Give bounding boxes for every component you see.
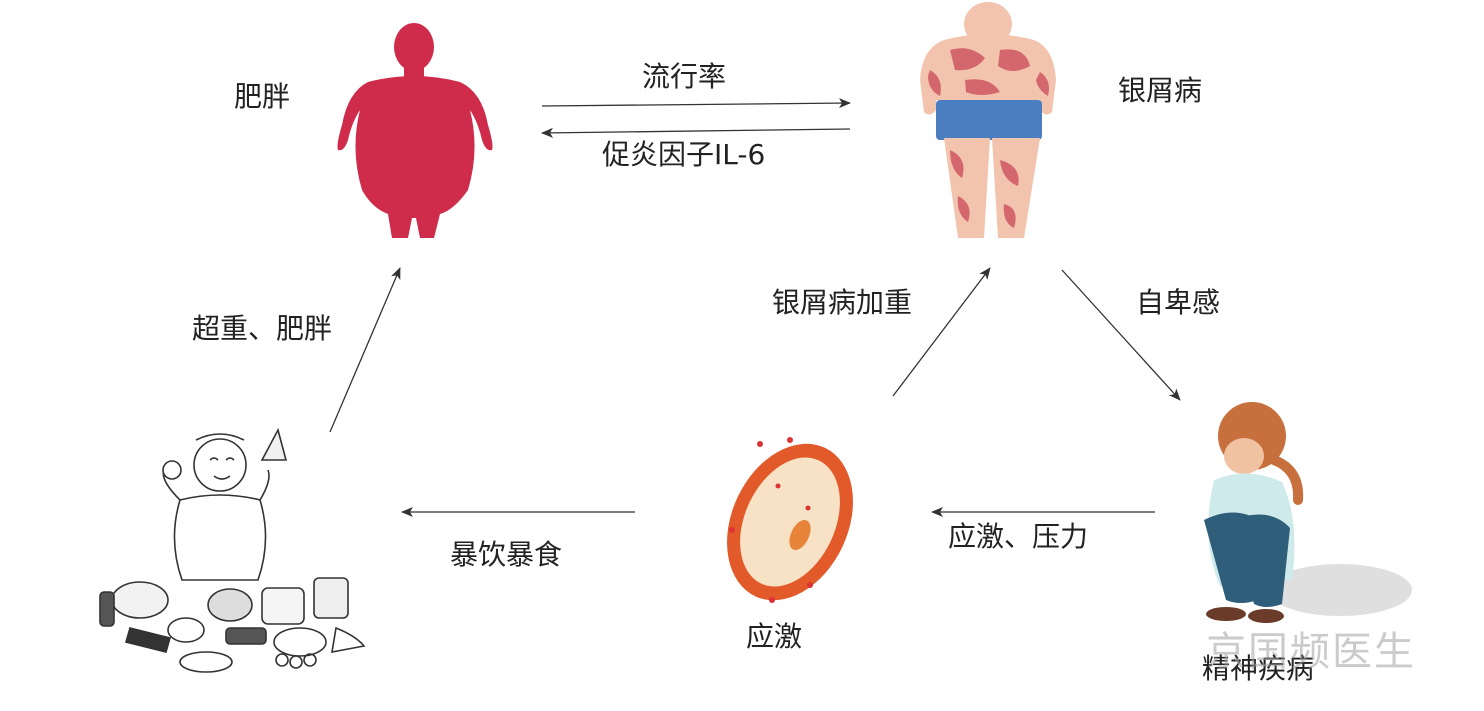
edge-label-binge: 暴饮暴食: [450, 538, 563, 571]
arrow-psoriasis-to-mental: [1061, 269, 1181, 401]
psoriasis-body-figure: [920, 2, 1056, 238]
arrow-obesity-to-psoriasis: [541, 98, 851, 109]
arrow-psoriasis-to-obesity: [541, 127, 851, 138]
watermark-text: 京国频医生: [1206, 629, 1416, 675]
edge-label-inferiority: 自卑感: [1136, 286, 1221, 319]
sitting-girl-figure: [1204, 402, 1412, 623]
node-label-psoriasis: 银屑病: [1118, 74, 1203, 107]
binge-eating-figure: [99, 427, 366, 673]
obese-silhouette-figure: [337, 23, 493, 238]
node-label-mental-illness: 精神疾病: [1202, 652, 1315, 685]
stress-cell-figure: [727, 437, 853, 603]
edge-label-il6: 促炎因子IL-6: [602, 138, 766, 171]
node-label-obesity: 肥胖: [234, 80, 291, 113]
edge-label-aggravated: 银屑病加重: [772, 286, 913, 319]
edge-label-pressure: 应激、压力: [948, 520, 1089, 553]
arrow-binge-to-obesity: [329, 267, 401, 433]
edge-label-prevalence: 流行率: [642, 60, 727, 93]
edge-label-overweight: 超重、肥胖: [192, 312, 333, 345]
node-label-stress: 应激: [746, 620, 803, 653]
arrow-stress-to-psoriasis: [892, 267, 991, 397]
